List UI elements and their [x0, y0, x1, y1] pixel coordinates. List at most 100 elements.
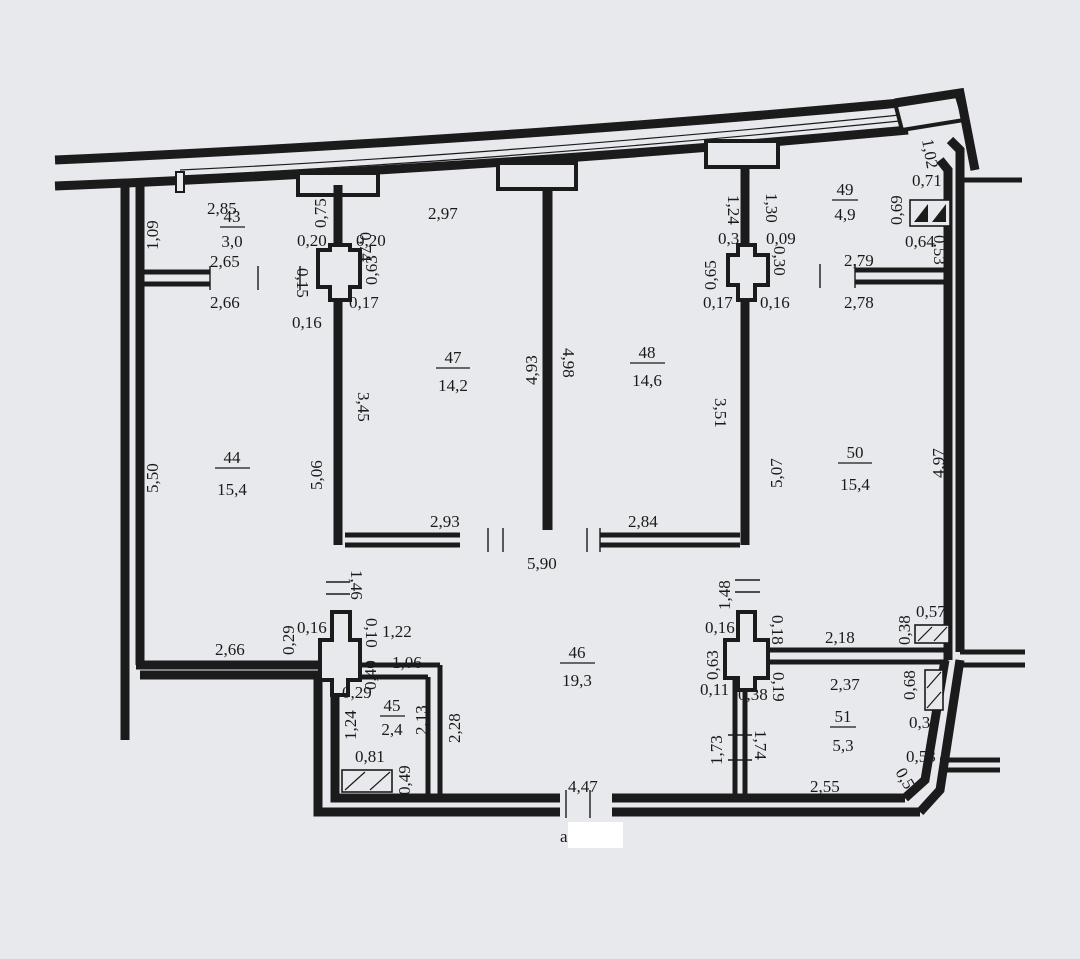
svg-text:0,3: 0,3	[718, 229, 739, 248]
svg-text:2,93: 2,93	[430, 512, 460, 531]
svg-text:2,65: 2,65	[210, 252, 240, 271]
svg-text:0,09: 0,09	[766, 229, 796, 248]
svg-text:0,57: 0,57	[916, 602, 946, 621]
room-label-46: 46 19,3	[560, 643, 595, 690]
room-label-43: 43 3,0	[220, 207, 245, 251]
svg-text:4,97: 4,97	[929, 448, 948, 478]
svg-text:0,38: 0,38	[738, 685, 768, 704]
svg-text:15,4: 15,4	[840, 475, 870, 494]
room-label-45: 45 2,4	[380, 696, 405, 739]
svg-text:44: 44	[224, 448, 242, 467]
svg-text:1,22: 1,22	[382, 622, 412, 641]
pillar-48-50	[726, 243, 770, 302]
svg-text:19,3: 19,3	[562, 671, 592, 690]
svg-text:2,55: 2,55	[810, 777, 840, 796]
svg-text:5,90: 5,90	[527, 554, 557, 573]
svg-text:2,66: 2,66	[215, 640, 245, 659]
room-label-49: 49 4,9	[832, 180, 858, 224]
svg-text:1,24: 1,24	[341, 710, 360, 740]
svg-text:1,24: 1,24	[724, 195, 743, 225]
svg-text:0,64: 0,64	[905, 232, 935, 251]
facade-pier-2	[496, 161, 578, 191]
svg-text:0,38: 0,38	[895, 615, 914, 645]
svg-text:0,17: 0,17	[349, 293, 379, 312]
svg-text:14,2: 14,2	[438, 376, 468, 395]
svg-text:50: 50	[847, 443, 864, 462]
svg-text:2,28: 2,28	[445, 713, 464, 743]
svg-text:1,09: 1,09	[143, 220, 162, 250]
svg-text:2,66: 2,66	[210, 293, 240, 312]
pillar-46-51	[723, 610, 770, 692]
svg-text:14,6: 14,6	[632, 371, 662, 390]
vent-shaft-51	[924, 669, 944, 711]
svg-text:4,47: 4,47	[568, 777, 598, 796]
svg-text:0,17: 0,17	[703, 293, 733, 312]
svg-text:0,63: 0,63	[362, 255, 381, 285]
svg-text:0,65: 0,65	[701, 260, 720, 290]
svg-text:0,15: 0,15	[293, 268, 312, 298]
svg-text:1,73: 1,73	[707, 735, 726, 765]
room-label-50: 50 15,4	[838, 443, 872, 494]
curved-facade-wall	[54, 98, 909, 193]
svg-text:1,48: 1,48	[715, 580, 734, 610]
interior-walls	[140, 165, 948, 798]
svg-text:0,71: 0,71	[912, 171, 942, 190]
vent-shaft-45	[341, 769, 393, 793]
svg-text:0,11: 0,11	[700, 680, 729, 699]
svg-text:0,69: 0,69	[887, 195, 906, 225]
door-openings	[209, 264, 856, 818]
vent-shaft-49	[909, 199, 951, 227]
svg-text:2,97: 2,97	[428, 204, 458, 223]
svg-text:0,63: 0,63	[703, 650, 722, 680]
svg-text:1,46: 1,46	[347, 570, 366, 600]
pillar-43-47	[316, 243, 362, 302]
svg-text:0,53: 0,53	[906, 747, 936, 766]
svg-text:0,53: 0,53	[930, 235, 949, 265]
vent-shaft-50	[914, 624, 950, 644]
footer-label: а	[560, 827, 568, 846]
svg-text:0,18: 0,18	[768, 615, 787, 645]
svg-text:0,75: 0,75	[311, 198, 330, 228]
svg-text:46: 46	[569, 643, 586, 662]
svg-text:0,20: 0,20	[356, 231, 386, 250]
svg-text:51: 51	[835, 707, 852, 726]
svg-text:3,51: 3,51	[711, 398, 730, 428]
svg-text:0,29: 0,29	[279, 625, 298, 655]
svg-text:0,16: 0,16	[760, 293, 790, 312]
svg-text:5,3: 5,3	[832, 736, 853, 755]
svg-text:0,10: 0,10	[362, 618, 381, 648]
svg-text:2,37: 2,37	[830, 675, 860, 694]
dimension-labels: 2,85 1,09 0,75 0,74 0,20 0,20 2,97 1,24 …	[143, 137, 949, 799]
svg-text:2,79: 2,79	[844, 251, 874, 270]
svg-text:49: 49	[837, 180, 854, 199]
facade-pier-3	[704, 139, 780, 169]
svg-text:2,84: 2,84	[628, 512, 658, 531]
svg-text:3,45: 3,45	[354, 392, 373, 422]
room-label-48: 48 14,6	[630, 343, 665, 390]
svg-text:1,06: 1,06	[392, 653, 422, 672]
svg-text:5,50: 5,50	[143, 463, 162, 493]
svg-text:0,16: 0,16	[705, 618, 735, 637]
svg-text:0,16: 0,16	[297, 618, 327, 637]
svg-text:1,02: 1,02	[918, 137, 942, 170]
pillar-44-46	[318, 610, 362, 697]
room-label-47: 47 14,2	[436, 348, 470, 395]
svg-text:15,4: 15,4	[217, 480, 247, 499]
redaction-box	[568, 822, 623, 848]
svg-text:2,85: 2,85	[207, 199, 237, 218]
svg-text:0,29: 0,29	[342, 683, 372, 702]
svg-text:2,4: 2,4	[381, 720, 403, 739]
svg-text:0,30: 0,30	[909, 713, 939, 732]
room-label-51: 51 5,3	[830, 707, 856, 755]
svg-text:5,07: 5,07	[767, 458, 786, 488]
outer-walls	[120, 87, 1025, 817]
svg-text:0,40: 0,40	[361, 660, 380, 690]
svg-text:0,30: 0,30	[770, 246, 789, 276]
svg-text:48: 48	[639, 343, 656, 362]
svg-text:2,18: 2,18	[825, 628, 855, 647]
svg-text:1,30: 1,30	[762, 193, 781, 223]
svg-text:3,0: 3,0	[221, 232, 242, 251]
svg-text:0,49: 0,49	[395, 765, 414, 795]
svg-text:0,16: 0,16	[292, 313, 322, 332]
